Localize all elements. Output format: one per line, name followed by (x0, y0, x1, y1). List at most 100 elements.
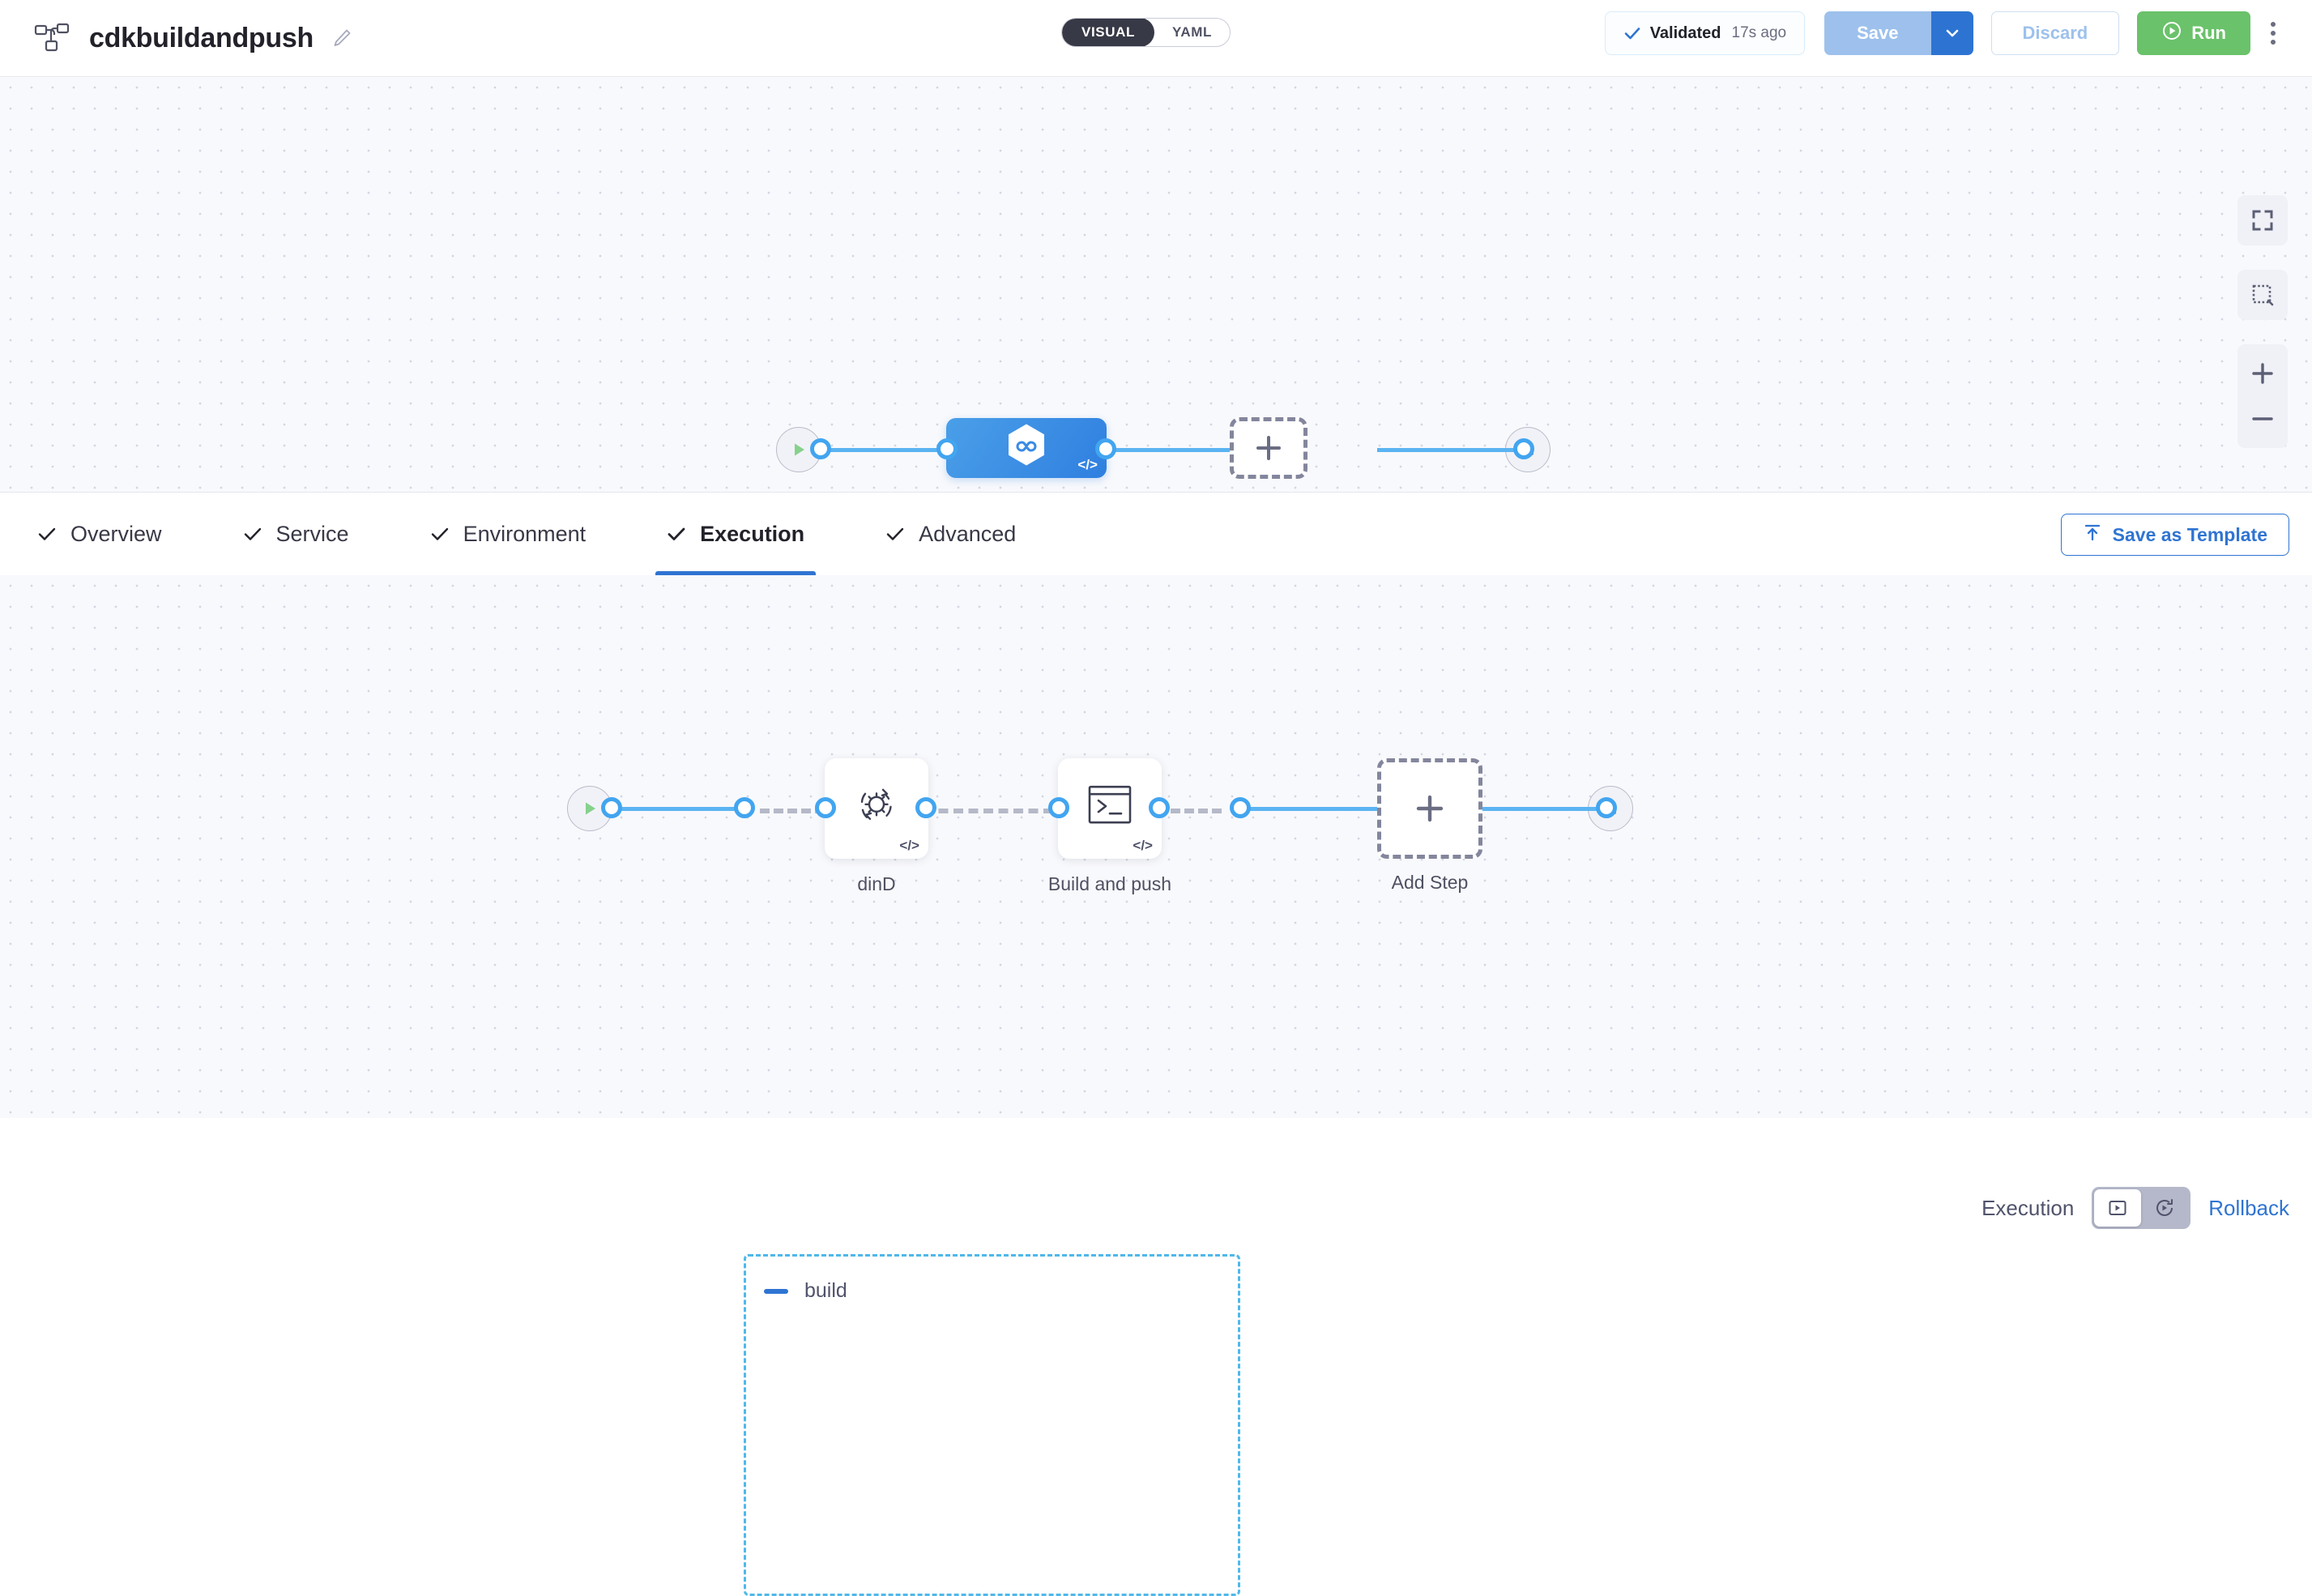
zoom-out-button[interactable] (2237, 396, 2288, 442)
execution-mode-button[interactable] (2094, 1189, 2142, 1227)
save-button-group: Save (1824, 11, 1973, 55)
validated-label: Validated (1649, 23, 1721, 42)
header-left-group: cdkbuildandpush (0, 22, 352, 54)
end-input-port[interactable] (1513, 438, 1534, 459)
tab-yaml-mode[interactable]: YAML (1154, 19, 1230, 46)
tab-service[interactable]: Service (243, 493, 349, 576)
rollback-link[interactable]: Rollback (2208, 1195, 2289, 1220)
stage-node-ckd[interactable]: </> (946, 418, 1107, 478)
start-output-port[interactable] (810, 438, 831, 459)
check-icon (243, 524, 262, 544)
plus-icon (1416, 795, 1444, 822)
stage-output-port[interactable] (1095, 438, 1116, 459)
check-icon (885, 524, 905, 544)
discard-button[interactable]: Discard (1990, 11, 2120, 55)
edge-buildpush-to-groupend (1157, 809, 1222, 813)
save-dropdown-button[interactable] (1930, 11, 1973, 55)
stage-input-port[interactable] (936, 438, 958, 459)
tab-label: Execution (700, 521, 805, 546)
rollback-arrow-icon (2156, 1199, 2173, 1216)
plus-icon (2252, 363, 2273, 384)
step-group-label: build (804, 1279, 847, 1302)
pipeline-nodes-icon (34, 22, 70, 54)
edge-start-to-group (609, 807, 747, 811)
execution-mode-switch[interactable] (2092, 1187, 2191, 1229)
add-stage-button[interactable] (1230, 417, 1307, 479)
edge-start-to-stage (820, 448, 982, 452)
minus-icon[interactable] (764, 1288, 788, 1294)
kebab-menu-icon[interactable] (2255, 11, 2291, 55)
fullscreen-icon (2252, 210, 2273, 231)
execution-steps-canvas[interactable]: Execution Rollback (0, 575, 2312, 1596)
tab-label: Service (275, 521, 349, 546)
dind-output-port[interactable] (915, 797, 936, 818)
edge-stage-to-addstage (1102, 448, 1231, 452)
add-step-button[interactable] (1377, 758, 1482, 859)
tab-environment[interactable]: Environment (430, 493, 587, 576)
terminal-icon (1086, 783, 1134, 830)
validated-timestamp: 17s ago (1731, 24, 1787, 41)
add-step-label: Add Step (1391, 872, 1469, 893)
stage-code-badge: </> (1077, 457, 1098, 472)
harness-cd-hexagon-icon (1005, 423, 1048, 474)
group-input-port[interactable] (734, 797, 755, 818)
execution-end-input-port[interactable] (1596, 797, 1617, 818)
check-icon (1623, 24, 1641, 42)
save-button[interactable]: Save (1824, 11, 1931, 55)
buildpush-output-port[interactable] (1149, 797, 1170, 818)
template-upload-icon (2083, 523, 2102, 547)
run-button[interactable]: Run (2137, 11, 2250, 55)
check-icon (667, 524, 686, 544)
save-as-template-button[interactable]: Save as Template (2060, 514, 2289, 556)
step-label-build-and-push: Build and push (1047, 873, 1172, 894)
step-code-badge: </> (1133, 838, 1153, 853)
group-output-port[interactable] (1230, 797, 1251, 818)
execution-start-output-port[interactable] (601, 797, 622, 818)
pencil-icon[interactable] (331, 28, 352, 49)
rollback-mode-button[interactable] (2141, 1189, 2188, 1227)
execution-window-icon (2109, 1201, 2126, 1215)
selection-box-button[interactable] (2237, 270, 2288, 320)
tab-advanced[interactable]: Advanced (885, 493, 1016, 576)
save-as-template-label: Save as Template (2112, 523, 2267, 545)
step-label-dind: dinD (857, 873, 896, 894)
plus-icon (1256, 436, 1281, 460)
step-group-build[interactable]: build (744, 1254, 1240, 1596)
execution-rollback-switcher: Execution Rollback (1981, 1187, 2289, 1229)
stage-canvas[interactable]: </> ckd Add Stage (0, 77, 2312, 540)
view-mode-toggle[interactable]: VISUAL YAML (1061, 18, 1231, 47)
step-node-dind[interactable]: </> (825, 758, 928, 859)
tab-label: Environment (463, 521, 587, 546)
gear-refresh-icon (851, 779, 902, 834)
buildpush-input-port[interactable] (1048, 797, 1069, 818)
tab-overview[interactable]: Overview (37, 493, 162, 576)
tab-visual-mode[interactable]: VISUAL (1062, 19, 1154, 46)
tab-label: Advanced (919, 521, 1017, 546)
app-header: cdkbuildandpush VISUAL YAML Validated 17… (0, 0, 2312, 77)
run-label: Run (2191, 23, 2226, 43)
zoom-controls (2237, 344, 2288, 448)
minus-icon (2252, 417, 2273, 420)
step-node-build-and-push[interactable]: </> (1058, 758, 1162, 859)
tab-label: Overview (70, 521, 162, 546)
fit-to-screen-button[interactable] (2237, 195, 2288, 245)
dind-input-port[interactable] (815, 797, 836, 818)
status-badge-validated: Validated 17s ago (1604, 11, 1806, 55)
selection-box-icon (2252, 284, 2274, 306)
step-group-header: build (764, 1279, 847, 1303)
check-icon (37, 524, 57, 544)
chevron-down-icon (1946, 29, 1958, 37)
zoom-in-button[interactable] (2237, 351, 2288, 396)
canvas-controls (2237, 195, 2288, 448)
header-actions: Validated 17s ago Save Discard Run (1604, 11, 2291, 55)
edge-addstage-to-end (1377, 448, 1523, 452)
play-icon (586, 802, 595, 815)
tab-execution[interactable]: Execution (655, 493, 817, 576)
play-icon (795, 443, 804, 456)
page-title: cdkbuildandpush (89, 22, 314, 53)
execution-label: Execution (1981, 1195, 2075, 1220)
edge-group-to-addstep (1239, 807, 1377, 811)
stage-config-tabbar: Overview Service Environment Execution A (0, 492, 2312, 576)
step-code-badge: </> (899, 838, 919, 853)
play-circle-icon (2161, 20, 2182, 46)
